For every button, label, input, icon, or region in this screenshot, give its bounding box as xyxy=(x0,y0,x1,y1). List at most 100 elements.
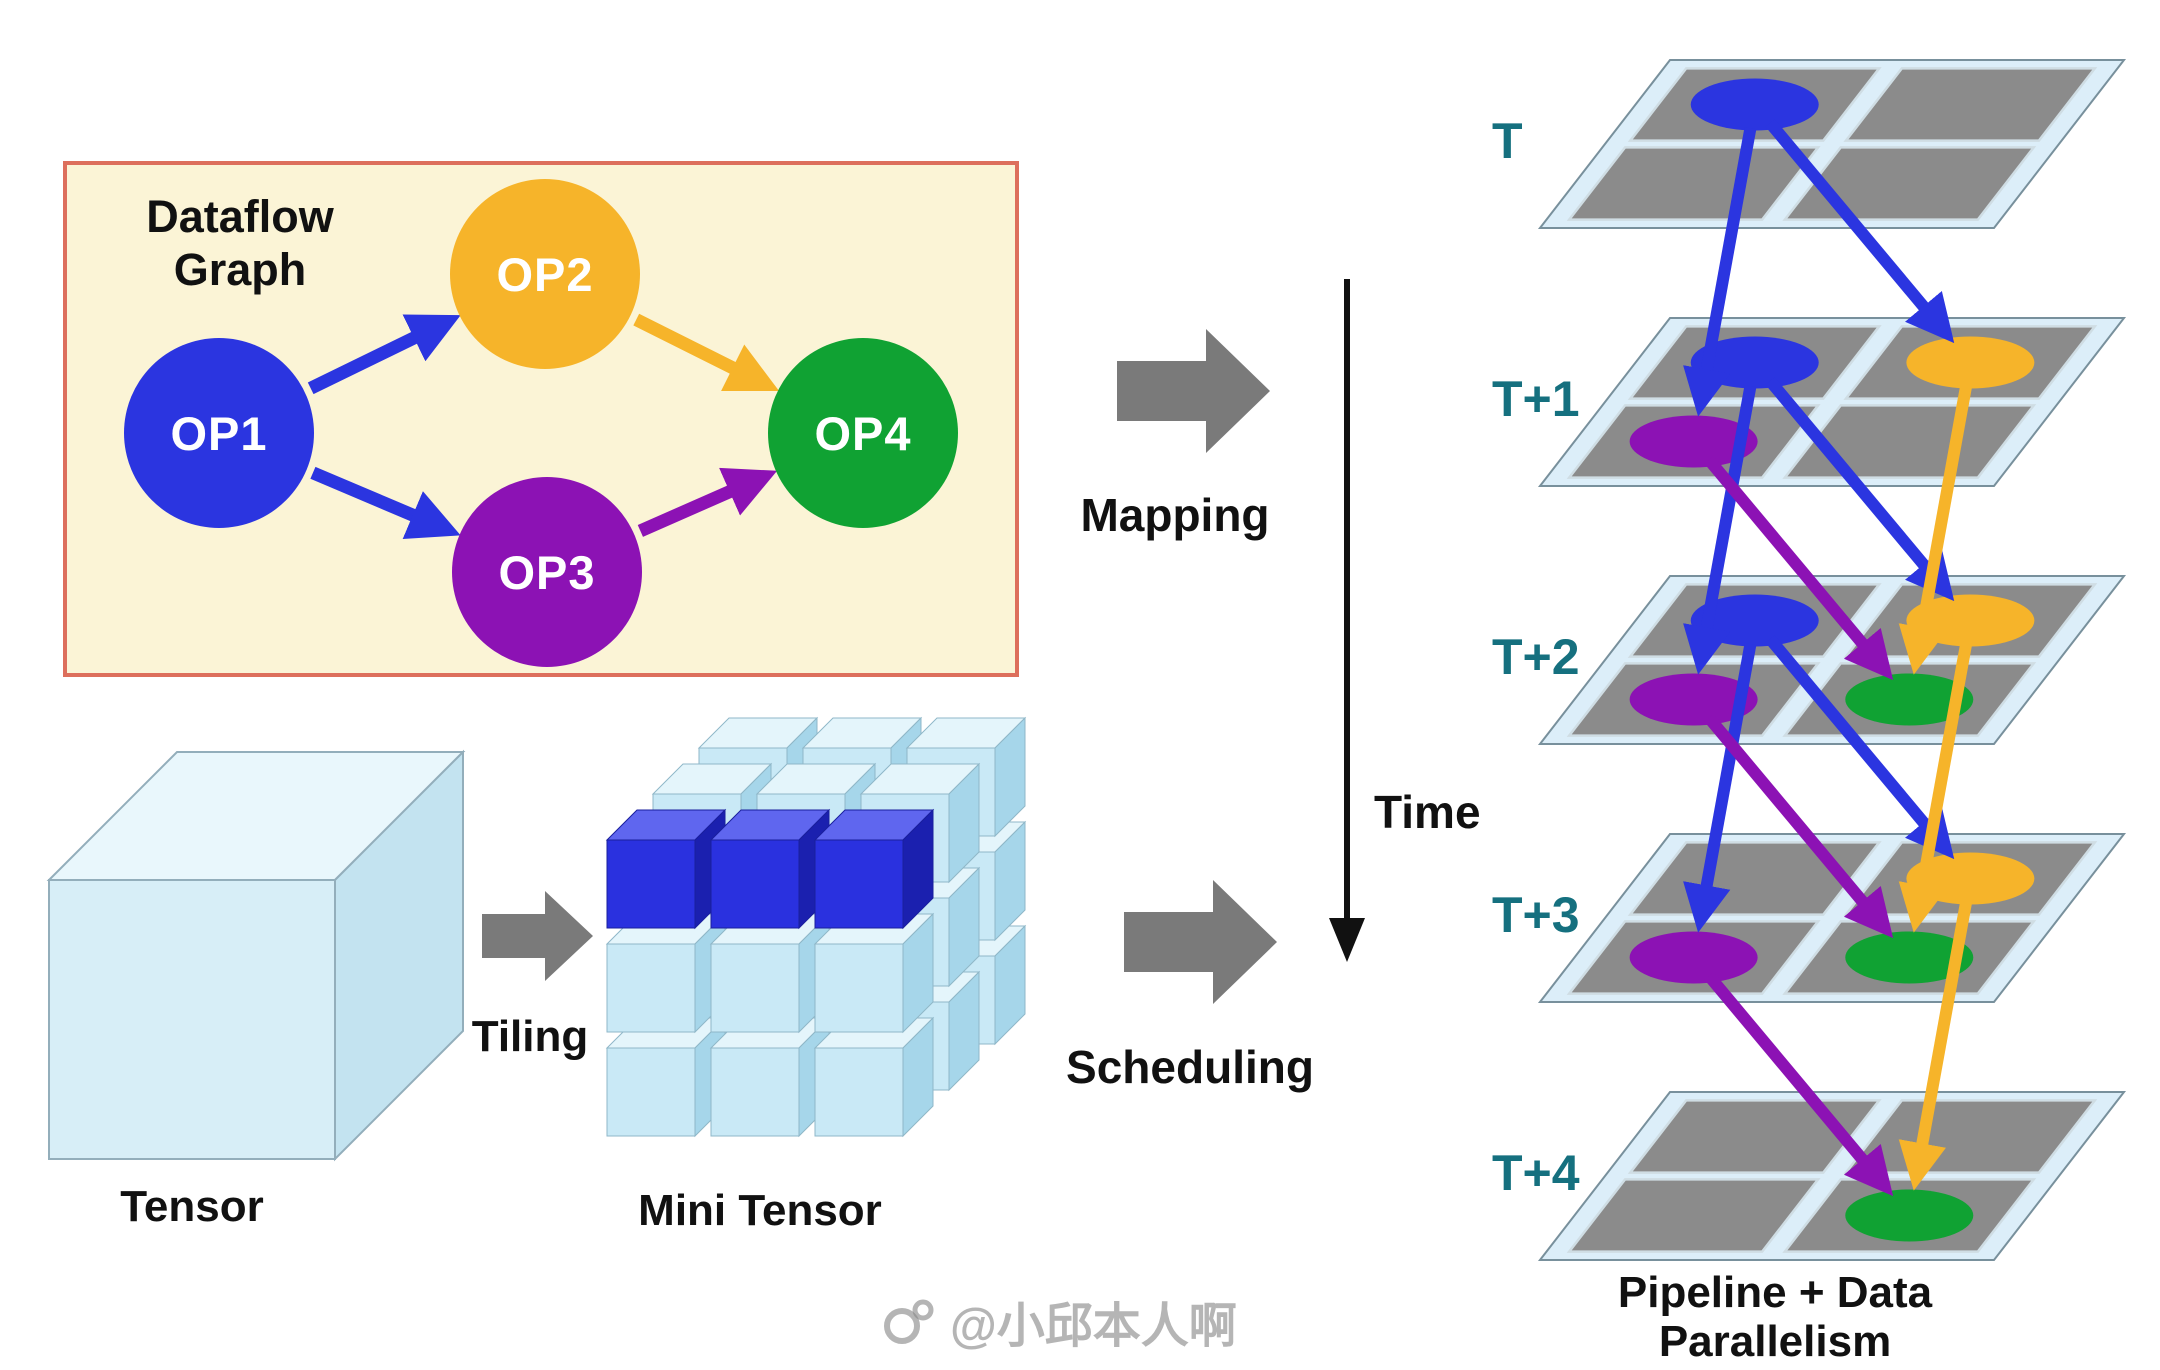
mini-cube-side xyxy=(786,820,818,942)
mini-cube-side xyxy=(994,924,1026,1046)
op1-node: OP1 xyxy=(124,338,314,528)
timestep-label-t: T xyxy=(1492,113,1523,169)
device-tile xyxy=(1782,662,2037,737)
mini-cube-top xyxy=(801,925,923,957)
mapping-label: Mapping xyxy=(1080,489,1270,541)
op-instance-op1 xyxy=(1690,336,1819,389)
mini-cube-top xyxy=(697,821,819,853)
op-instance-op4 xyxy=(1845,1189,1974,1242)
mini-cube-side xyxy=(798,1016,830,1138)
timestep-label-t3: T+3 xyxy=(1492,887,1580,943)
mapping-arrow-icon xyxy=(1117,329,1270,453)
device-tile xyxy=(1782,1178,2037,1253)
mini-cube-front xyxy=(814,943,904,1033)
tensor-cube xyxy=(46,749,466,1162)
mini-cube-side xyxy=(694,912,726,1034)
pipeline-edge xyxy=(1704,456,1894,681)
device-tile xyxy=(1782,920,2037,995)
mini-cube-top xyxy=(709,913,831,945)
device-tile xyxy=(1782,404,2037,479)
mini-cube-top xyxy=(813,913,935,945)
mini-cube-side xyxy=(890,716,922,838)
mini-cube-top xyxy=(755,867,877,899)
mini-cube-top xyxy=(651,867,773,899)
mini-cube-top xyxy=(859,971,981,1003)
mini-cube-side xyxy=(890,820,922,942)
mini-cube-side xyxy=(948,970,980,1092)
pipeline-edge xyxy=(1704,714,1894,939)
mini-cube-front xyxy=(860,793,950,883)
pipeline-edge xyxy=(1683,127,1757,417)
pipeline-edge xyxy=(1765,377,1955,602)
mini-cube-front xyxy=(814,839,904,929)
mini-cube-front xyxy=(756,897,846,987)
op3-node: OP3 xyxy=(452,477,642,667)
mini-cube-side xyxy=(694,1016,726,1138)
mini-cube-front xyxy=(802,851,892,941)
stack-caption: Pipeline + Data Parallelism xyxy=(1500,1268,2050,1367)
mini-cube-side xyxy=(740,762,772,884)
mini-cube-top xyxy=(697,925,819,957)
device-tile xyxy=(1843,67,2098,142)
mini-cube-top xyxy=(905,717,1027,749)
scheduling-label: Scheduling xyxy=(1066,1041,1314,1093)
scheduling-arrow-icon xyxy=(1124,880,1277,1004)
mini-cube-front xyxy=(710,1047,800,1137)
op4-node: OP4 xyxy=(768,338,958,528)
op-instance-op1 xyxy=(1690,594,1819,647)
mini-cube-side xyxy=(694,808,726,930)
mini-cube-side xyxy=(994,820,1026,942)
mini-cube-top xyxy=(859,867,981,899)
mini-cube-top xyxy=(605,913,727,945)
mini-cube-front xyxy=(652,1001,742,1091)
timestep-label-t2: T+2 xyxy=(1492,629,1580,685)
mini-cube-front xyxy=(652,793,742,883)
mini-cube-top xyxy=(813,1017,935,1049)
mini-cube-top xyxy=(697,717,819,749)
mini-cube-front xyxy=(906,851,996,941)
device-tile xyxy=(1843,583,2098,658)
mini-cube-front xyxy=(698,851,788,941)
time-axis-arrow xyxy=(1329,279,1365,962)
mini-cube-top xyxy=(709,809,831,841)
mini-cube-side xyxy=(890,924,922,1046)
stack-caption-line2: Parallelism xyxy=(1658,1317,1892,1367)
mini-cube-top xyxy=(605,809,727,841)
mini-cube-top xyxy=(755,971,877,1003)
timestep-label-t1: T+1 xyxy=(1492,371,1580,427)
mini-cube-top xyxy=(801,821,923,853)
mini-cube-side xyxy=(844,970,876,1092)
mini-cube-front xyxy=(802,747,892,837)
device-tile xyxy=(1782,146,2037,221)
mini-cube-side xyxy=(844,866,876,988)
mini-cube-front xyxy=(814,1047,904,1137)
tiling-arrow-icon xyxy=(482,891,593,981)
tensor-cube-side xyxy=(334,749,464,1162)
mini-cube-side xyxy=(902,808,934,930)
tensor-cube-top xyxy=(46,751,466,881)
time-axis-arrowhead xyxy=(1329,918,1365,962)
mini-cube-front xyxy=(698,747,788,837)
pipeline-edge xyxy=(1765,635,1955,860)
watermark-icon xyxy=(884,1299,934,1344)
mini-cube-top xyxy=(755,763,877,795)
mini-cube-top xyxy=(859,763,981,795)
mini-cube-front xyxy=(698,955,788,1045)
dataflow-title-line2: Graph xyxy=(173,244,307,296)
mini-cube-front xyxy=(756,1001,846,1091)
mini-cube-top xyxy=(801,717,923,749)
mini-cube-front xyxy=(802,955,892,1045)
device-tile xyxy=(1843,841,2098,916)
mini-cube-front xyxy=(860,897,950,987)
tensor-label: Tensor xyxy=(120,1182,264,1231)
watermark: @小邱本人啊 xyxy=(880,1286,1237,1356)
mini-cube-front xyxy=(606,839,696,929)
tensor-cube-front xyxy=(48,879,336,1160)
mini-cube-side xyxy=(902,912,934,1034)
pipeline-edge xyxy=(1898,385,1972,675)
mini-cube-side xyxy=(902,1016,934,1138)
device-tile xyxy=(1843,325,2098,400)
mini-cube-side xyxy=(948,866,980,988)
mini-cube-top xyxy=(709,1017,831,1049)
